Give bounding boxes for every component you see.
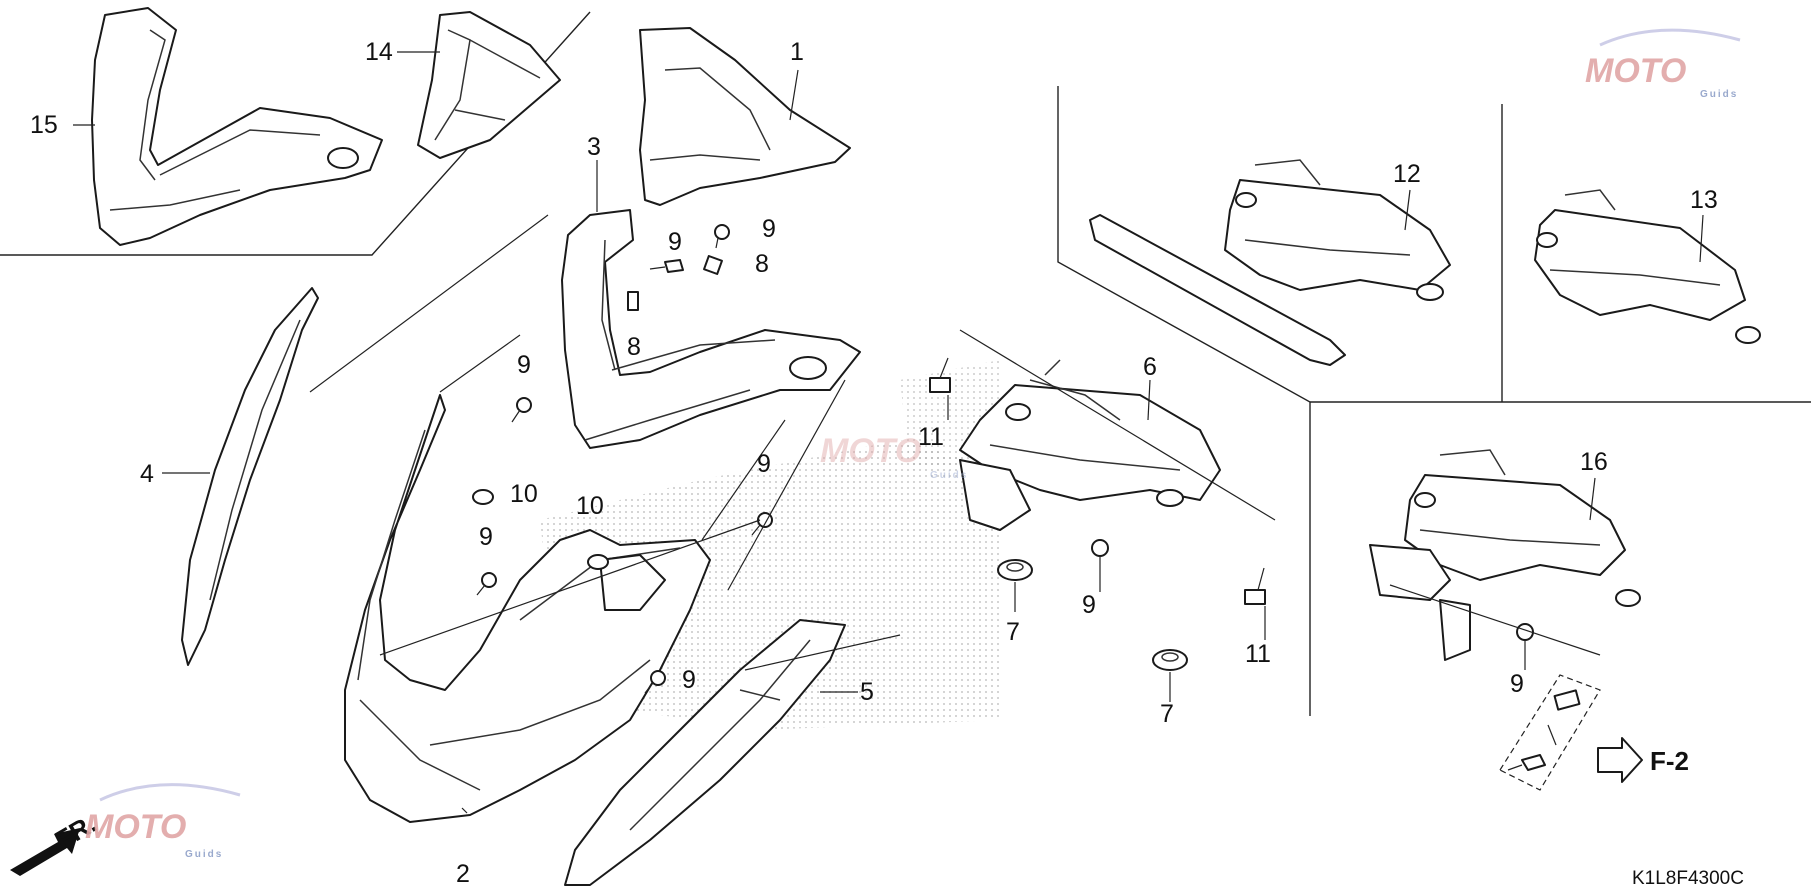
grommet-7b-icon <box>1152 649 1188 671</box>
callout-11a: 11 <box>918 423 944 451</box>
callout-9h: 9 <box>1510 670 1524 698</box>
watermark-brand: MOTO <box>1585 52 1686 90</box>
callout-4: 4 <box>140 460 154 488</box>
ref-label: F-2 <box>1650 746 1689 776</box>
fastener-kit <box>1499 674 1601 791</box>
bolt-9b-icon <box>649 259 684 273</box>
part-16-stay <box>1369 449 1641 661</box>
screw-10a-icon <box>472 489 494 505</box>
watermark-brand-bl: MOTO <box>85 808 186 846</box>
bolt-9e-icon <box>476 572 497 596</box>
part-5-side-cowl <box>564 619 846 886</box>
bolt-9g-icon <box>1091 539 1109 557</box>
arrow-right-icon <box>1597 737 1643 783</box>
callout-7a: 7 <box>1006 618 1020 646</box>
bolt-9a-icon <box>714 224 730 249</box>
callout-9g: 9 <box>1082 591 1096 619</box>
watermark-top-right: MOTO Guids <box>1585 28 1741 100</box>
callout-9b: 9 <box>668 228 682 256</box>
callout-12: 12 <box>1393 160 1421 188</box>
part-1-panel <box>639 27 851 206</box>
callout-9a: 9 <box>762 215 776 243</box>
callout-16: 16 <box>1580 448 1608 476</box>
part-15-garnish <box>91 7 383 246</box>
callout-9d: 9 <box>757 450 771 478</box>
watermark-sub-bl: Guids <box>185 849 223 860</box>
callout-3: 3 <box>587 133 601 161</box>
part-12-bar <box>1089 214 1346 366</box>
watermark-center: MOTO Guids <box>820 432 968 481</box>
part-2-front-cowl <box>344 394 711 823</box>
callout-9f: 9 <box>682 666 696 694</box>
arrow-down-left-icon <box>10 828 80 876</box>
bolt-11a-icon <box>929 357 951 393</box>
bolt-11b-icon <box>1244 567 1266 605</box>
part-14-bracket <box>417 11 561 159</box>
part-12-stay <box>1224 159 1451 301</box>
callout-10a: 10 <box>510 480 538 508</box>
callout-1: 1 <box>790 38 804 66</box>
callout-2: 2 <box>456 860 470 888</box>
callout-11b: 11 <box>1245 640 1271 668</box>
callout-8b: 8 <box>627 333 641 361</box>
callout-13: 13 <box>1690 186 1718 214</box>
watermark-brand-center: MOTO <box>820 432 921 470</box>
ref-arrow: F-2 <box>1597 737 1689 783</box>
bolt-9f-icon <box>644 670 666 694</box>
clip-8b-icon <box>627 291 639 311</box>
callout-5: 5 <box>860 678 874 706</box>
callout-9e: 9 <box>479 523 493 551</box>
callout-labels: 1 2 3 4 5 6 7 7 8 8 9 9 9 9 9 9 9 9 10 1… <box>30 38 1718 888</box>
watermark-sub: Guids <box>1700 89 1738 100</box>
leader-lines <box>73 51 1704 814</box>
clip-8a-icon <box>703 255 723 275</box>
watermark-bottom-left: MOTO Guids <box>85 783 241 860</box>
part-13-stay <box>1534 189 1761 344</box>
part-4-side-cover <box>181 287 319 666</box>
bolt-9c-icon <box>511 397 532 423</box>
callout-15: 15 <box>30 111 58 139</box>
callout-10b: 10 <box>576 492 604 520</box>
screw-10b-icon <box>587 554 609 570</box>
diagram-code: K1L8F4300C <box>1632 868 1744 889</box>
callout-14: 14 <box>365 38 393 66</box>
callout-7b: 7 <box>1160 700 1174 728</box>
grommet-7a-icon <box>997 559 1033 581</box>
callout-8a: 8 <box>755 250 769 278</box>
fasteners <box>472 224 1534 694</box>
callout-6: 6 <box>1143 353 1157 381</box>
watermark-sub-center: Guids <box>930 470 968 481</box>
callout-9c: 9 <box>517 351 531 379</box>
part-6-stay <box>959 359 1221 531</box>
part-3-garnish <box>561 209 861 449</box>
